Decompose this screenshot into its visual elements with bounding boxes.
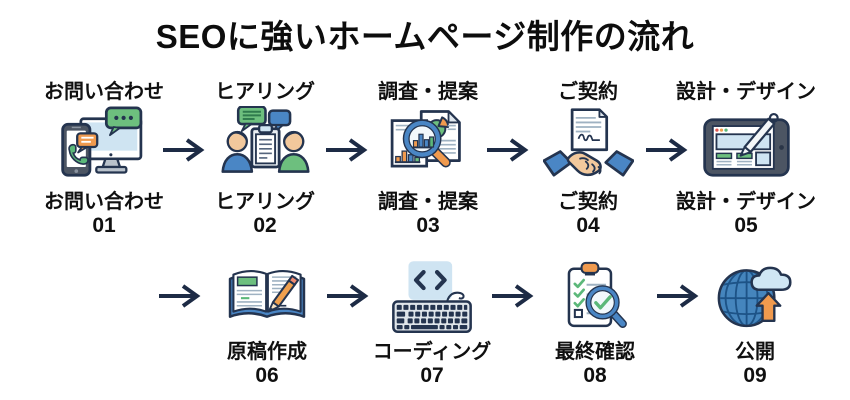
step-final-check: 最終確認 08 bbox=[510, 260, 680, 387]
step-label: 公開 bbox=[735, 341, 775, 363]
page-title: SEOに強いホームページ制作の流れ bbox=[155, 18, 695, 55]
step-label: ご契約 bbox=[558, 191, 618, 213]
step-number: 03 bbox=[416, 214, 440, 237]
step-coding: コーディング 07 bbox=[347, 260, 517, 387]
flow-arrow-icon bbox=[644, 137, 690, 163]
step-label: 調査・提案 bbox=[378, 191, 478, 213]
flow-arrow-icon bbox=[490, 283, 536, 309]
flow-arrow-icon bbox=[161, 137, 207, 163]
step-number: 08 bbox=[583, 364, 607, 387]
hearing-icon bbox=[180, 106, 350, 188]
research-proposal-icon bbox=[343, 106, 513, 188]
step-label-top: 設計・デザイン bbox=[676, 81, 816, 103]
flow-arrow-icon bbox=[157, 283, 203, 309]
step-label-top: 調査・提案 bbox=[378, 81, 478, 103]
step-label: 設計・デザイン bbox=[676, 191, 816, 213]
step-hearing: ヒアリング bbox=[180, 80, 350, 237]
design-icon bbox=[661, 106, 831, 188]
step-manuscript: 原稿作成 06 bbox=[182, 260, 352, 387]
step-number: 05 bbox=[734, 214, 758, 237]
step-number: 01 bbox=[92, 214, 116, 237]
step-number: 04 bbox=[576, 214, 600, 237]
step-publish: 公開 09 bbox=[670, 260, 840, 387]
step-label: お問い合わせ bbox=[44, 191, 164, 213]
flow-arrow-icon bbox=[485, 137, 531, 163]
step-research: 調査・提案 bbox=[343, 80, 513, 237]
step-label: ヒアリング bbox=[215, 191, 315, 213]
step-label: 最終確認 bbox=[555, 341, 635, 363]
step-number: 07 bbox=[420, 364, 444, 387]
step-design: 設計・デザイン 設計・デザイン 05 bbox=[661, 80, 831, 237]
step-label-top: ご契約 bbox=[558, 81, 618, 103]
step-label-top: お問い合わせ bbox=[44, 81, 164, 103]
step-number: 09 bbox=[743, 364, 767, 387]
final-check-icon bbox=[510, 260, 680, 338]
step-label: 原稿作成 bbox=[227, 341, 307, 363]
step-label-top: ヒアリング bbox=[215, 81, 315, 103]
flow-arrow-icon bbox=[325, 283, 371, 309]
contract-icon bbox=[503, 106, 673, 188]
step-contract: ご契約 ご契約 04 bbox=[503, 80, 673, 237]
publish-icon bbox=[670, 260, 840, 338]
step-label: コーディング bbox=[372, 341, 492, 363]
manuscript-icon bbox=[182, 260, 352, 338]
flow-arrow-icon bbox=[324, 137, 370, 163]
step-number: 06 bbox=[255, 364, 279, 387]
contact-icon bbox=[19, 106, 189, 188]
step-contact: お問い合わせ お問い合わせ 0 bbox=[19, 80, 189, 237]
coding-icon bbox=[347, 260, 517, 338]
flow-arrow-icon bbox=[655, 283, 701, 309]
step-number: 02 bbox=[253, 214, 277, 237]
